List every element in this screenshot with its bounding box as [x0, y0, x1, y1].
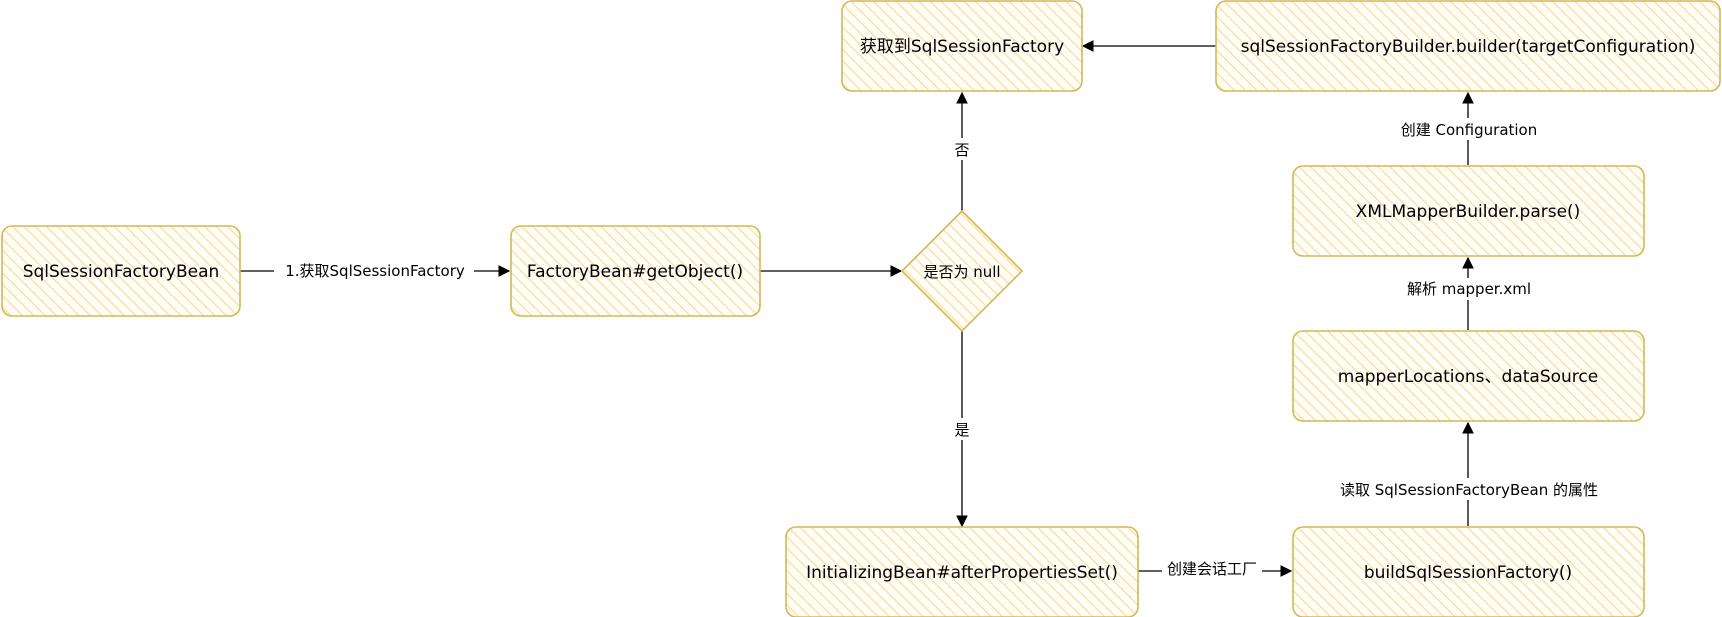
node-label: 获取到SqlSessionFactory	[860, 37, 1064, 57]
node-got-sql-session-factory: 获取到SqlSessionFactory	[841, 0, 1083, 92]
node-xml-mapper-builder-parse: XMLMapperBuilder.parse()	[1292, 165, 1645, 257]
node-builder-call: sqlSessionFactoryBuilder.builder(targetC…	[1215, 0, 1721, 92]
edge-label-create-session-factory: 创建会话工厂	[1167, 560, 1257, 578]
edge-label-create-configuration: 创建 Configuration	[1401, 121, 1538, 139]
edge-label-no: 否	[954, 141, 969, 159]
node-mapper-locations-datasource: mapperLocations、dataSource	[1292, 330, 1645, 422]
node-initializing-bean-after-properties-set: InitializingBean#afterPropertiesSet()	[785, 526, 1139, 617]
edge-label-get-factory: 1.获取SqlSessionFactory	[285, 262, 465, 280]
node-label: 是否为 null	[923, 263, 1000, 281]
node-sql-session-factory-bean: SqlSessionFactoryBean	[1, 225, 241, 317]
node-label: sqlSessionFactoryBuilder.builder(targetC…	[1241, 37, 1696, 57]
node-factory-bean-get-object: FactoryBean#getObject()	[510, 225, 761, 317]
node-label: buildSqlSessionFactory()	[1364, 563, 1572, 583]
edge-label-parse-mapper-xml: 解析 mapper.xml	[1407, 280, 1531, 298]
node-is-null-decision: 是否为 null	[900, 209, 1024, 333]
node-label: mapperLocations、dataSource	[1338, 367, 1598, 387]
node-label: SqlSessionFactoryBean	[23, 262, 220, 282]
edge-label-yes: 是	[954, 421, 969, 439]
node-build-sql-session-factory: buildSqlSessionFactory()	[1292, 526, 1645, 617]
edge-label-read-properties: 读取 SqlSessionFactoryBean 的属性	[1340, 481, 1598, 499]
node-label: XMLMapperBuilder.parse()	[1356, 202, 1581, 222]
node-label: FactoryBean#getObject()	[527, 262, 743, 282]
node-label: InitializingBean#afterPropertiesSet()	[806, 563, 1118, 583]
